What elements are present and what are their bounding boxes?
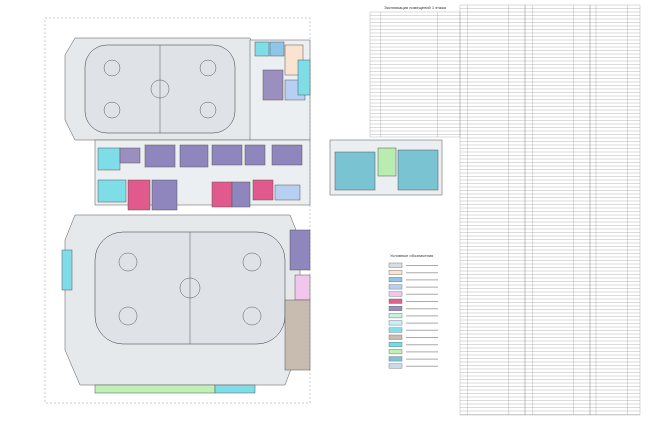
legend <box>388 262 438 369</box>
legend-swatch <box>388 356 403 362</box>
legend-swatch <box>388 284 403 290</box>
legend-swatch <box>388 306 403 311</box>
legend-swatch <box>388 363 403 369</box>
legend-swatch <box>388 327 403 333</box>
schedule-table <box>524 4 591 416</box>
legend-swatch <box>388 270 403 275</box>
legend-swatch <box>388 320 403 326</box>
floor-plan <box>44 17 443 404</box>
legend-swatch <box>388 313 403 319</box>
schedule-table <box>369 11 461 138</box>
legend-swatch <box>388 262 403 268</box>
legend-swatch <box>388 349 403 355</box>
legend-swatch <box>388 298 403 304</box>
legend-swatch <box>388 291 403 297</box>
legend-swatch <box>388 334 403 340</box>
schedule-table <box>589 4 641 416</box>
table-title: Экспликация помещений 1 этажа <box>384 5 447 10</box>
room-schedule-tables <box>369 4 641 416</box>
legend-swatch <box>388 342 403 347</box>
legend-swatch <box>388 277 403 283</box>
schedule-table <box>459 4 526 416</box>
legend-title: Условные обозначения <box>390 253 433 258</box>
